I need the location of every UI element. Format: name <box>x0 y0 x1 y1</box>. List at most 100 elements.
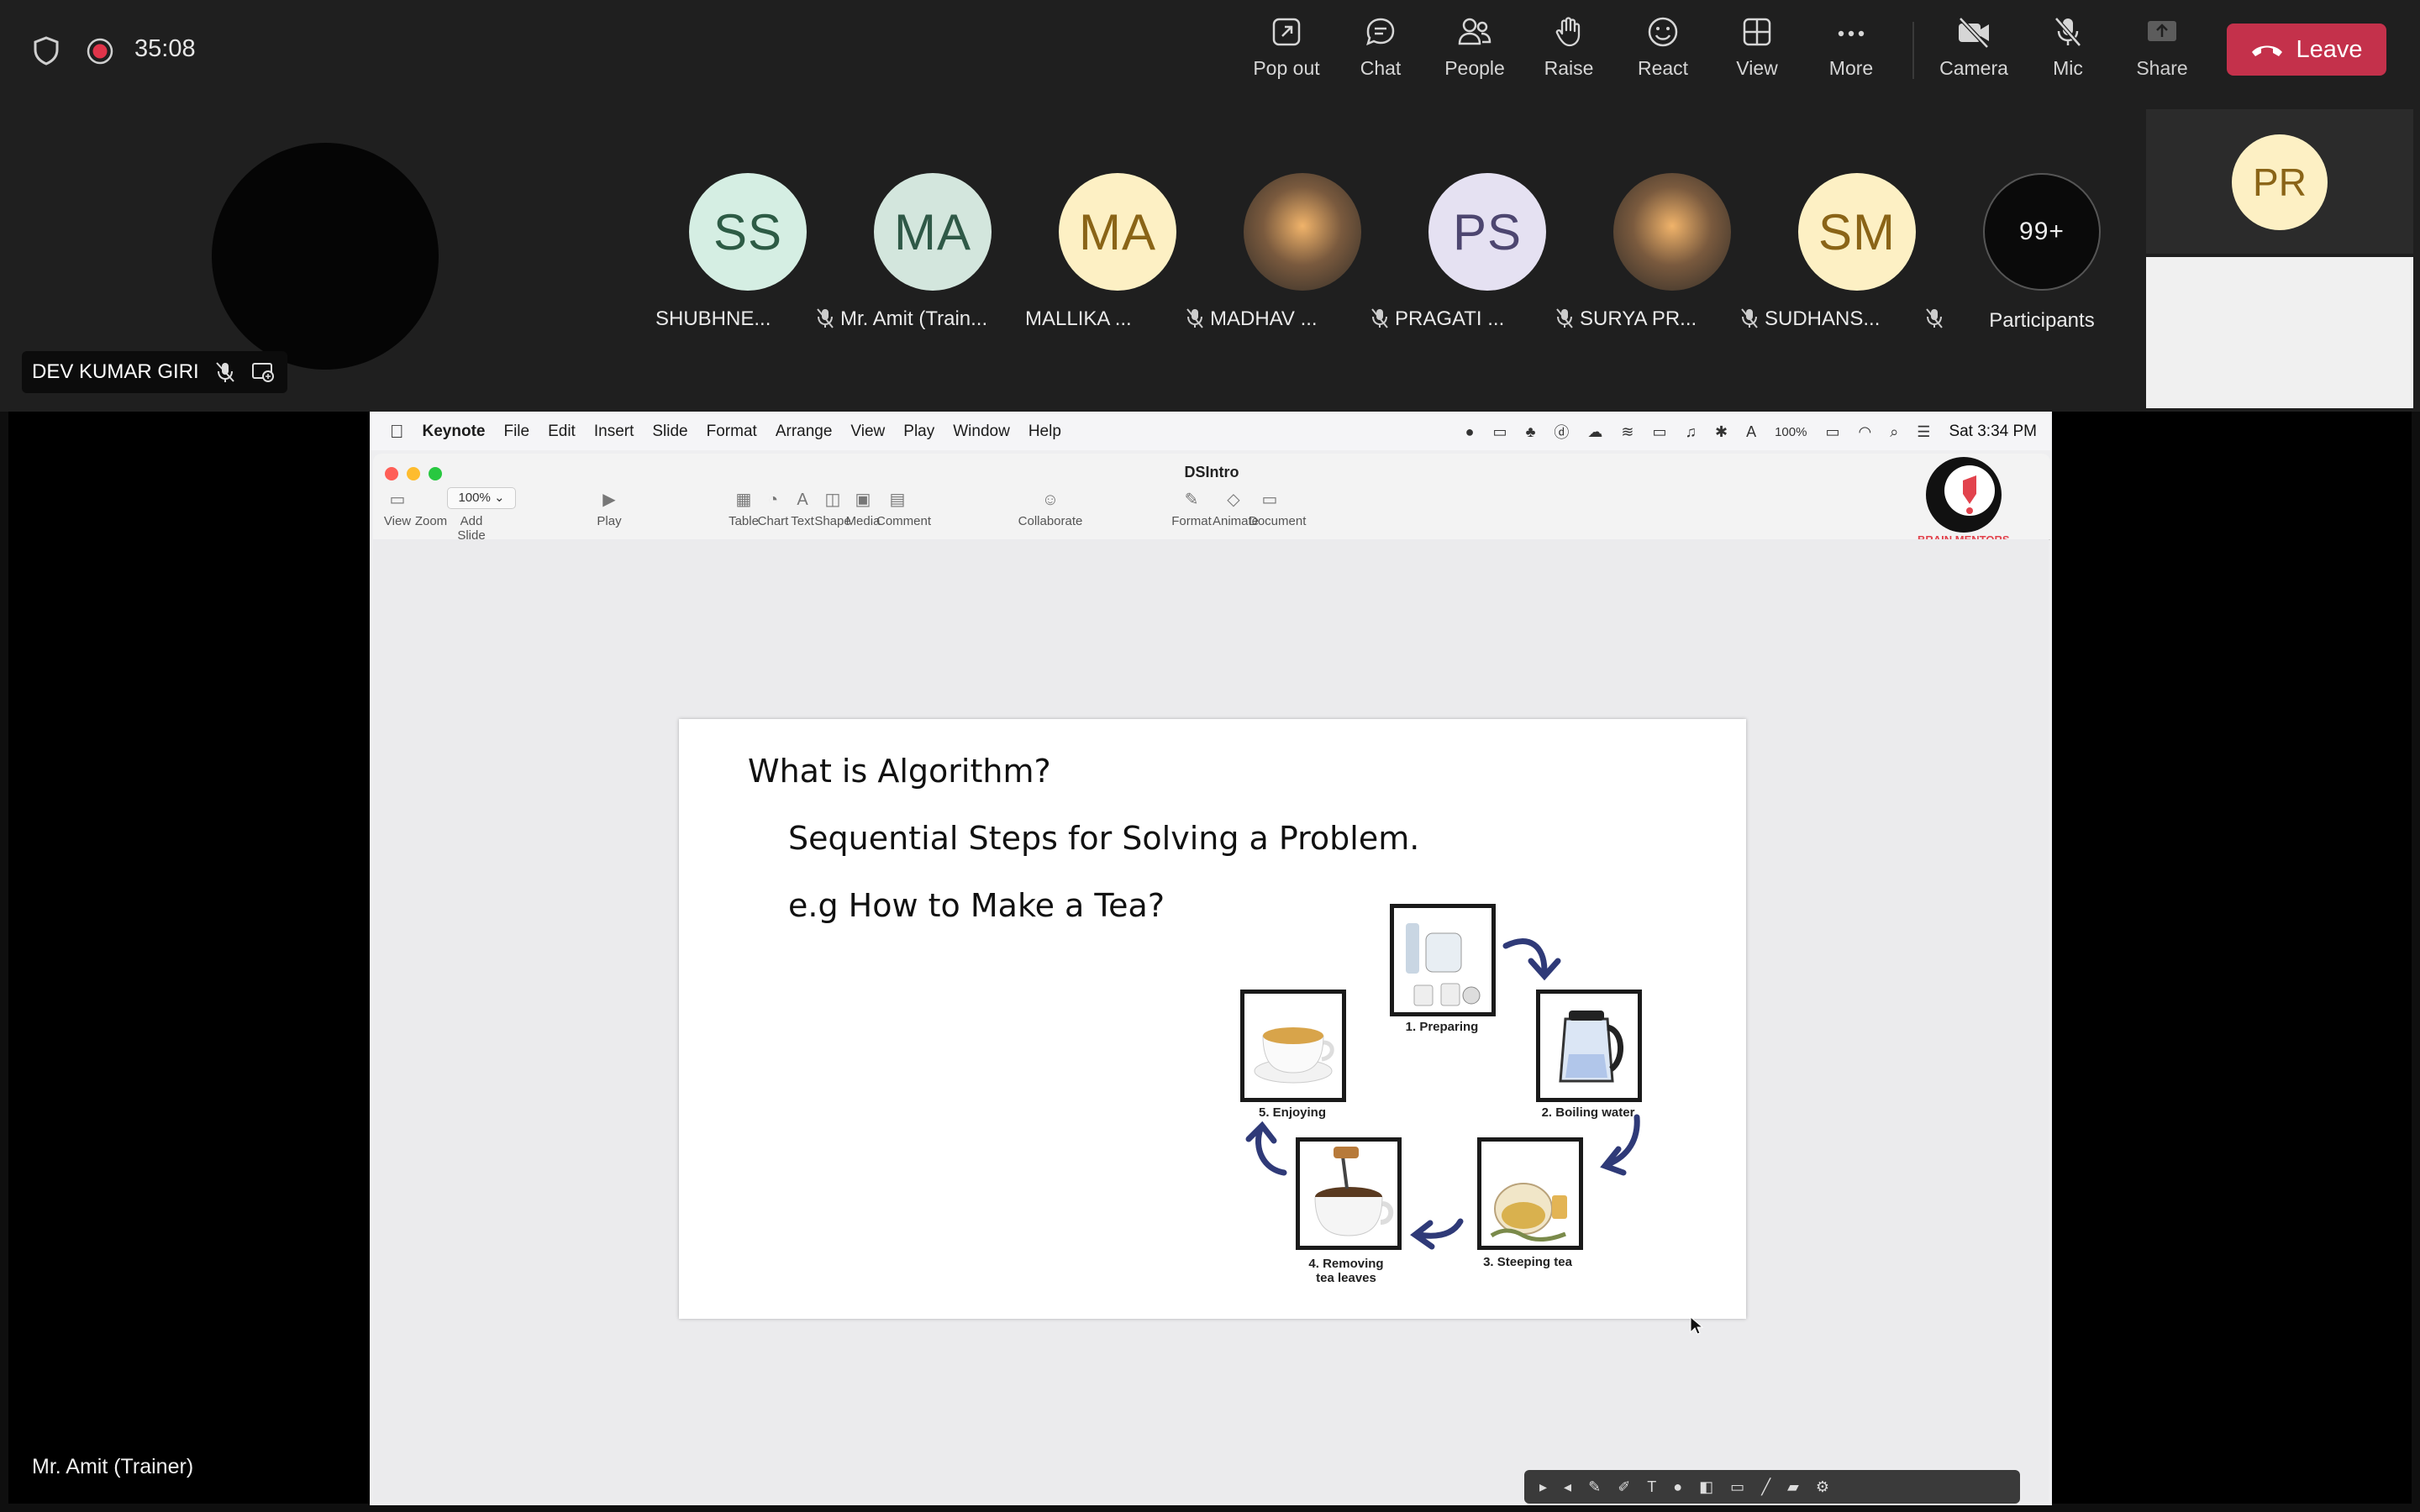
zoom-select[interactable]: 100% ⌄ <box>447 487 516 509</box>
menu-help[interactable]: Help <box>1014 423 1061 440</box>
menu-insert[interactable]: Insert <box>580 423 634 440</box>
menu-window[interactable]: Window <box>939 423 1010 440</box>
minimize-window-button[interactable] <box>407 467 420 480</box>
step-steeping-image <box>1477 1137 1583 1250</box>
more-button[interactable]: More <box>1804 15 1898 91</box>
call-timer: 35:08 <box>134 35 196 62</box>
annotation-toolbar[interactable]: ▸ ◂ ✎ ✐ T ● ◧ ▭ ╱ ▰ ⚙ <box>1524 1470 2020 1504</box>
settings-tool-icon[interactable]: ⚙ <box>1815 1478 1830 1495</box>
keynote-tool-comment[interactable]: ▤Comment <box>876 491 931 528</box>
pointer-tool-icon[interactable]: ▸ <box>1539 1478 1548 1495</box>
shape-tool-icon[interactable]: ▭ <box>1730 1478 1745 1495</box>
keynote-tool-view[interactable]: ▭View <box>376 491 418 528</box>
input-icon[interactable]: A <box>1746 423 1757 440</box>
keynote-tool-table[interactable]: ▦Table <box>723 491 765 528</box>
collaborate-icon: ☺ <box>1041 491 1060 509</box>
slide[interactable]: What is Algorithm? Sequential Steps for … <box>679 719 1746 1319</box>
keynote-tool-zoom[interactable]: Zoom <box>410 491 452 528</box>
control-center-icon[interactable]: ☰ <box>1917 423 1931 440</box>
chat-icon <box>1366 18 1395 46</box>
search-icon[interactable]: ⌕ <box>1890 423 1899 440</box>
participant-name: SUDHANS... <box>1765 307 1881 330</box>
keynote-tool-media[interactable]: ▣Media <box>842 491 884 528</box>
eraser-tool-icon[interactable]: ◧ <box>1699 1478 1714 1495</box>
menu-clock: Sat 3:34 PM <box>1949 423 2037 440</box>
menu-arrange[interactable]: Arrange <box>761 423 833 440</box>
people-button[interactable]: People <box>1428 15 1522 91</box>
bluetooth-icon[interactable]: ✱ <box>1714 423 1728 440</box>
chart-icon: ◔ <box>767 491 779 509</box>
chat-button[interactable]: Chat <box>1334 15 1428 91</box>
participant-avatar: SM <box>1798 173 1916 291</box>
text-tool-icon[interactable]: T <box>1647 1478 1657 1495</box>
d-icon[interactable]: ⓓ <box>1554 424 1570 441</box>
apple-icon[interactable]:  <box>390 421 404 443</box>
participants-count: 99+ <box>1983 173 2101 291</box>
screen-icon[interactable]: ▭ <box>1652 423 1667 440</box>
text-icon: A <box>797 491 808 509</box>
cloud-icon[interactable]: ☁ <box>1587 423 1603 440</box>
participant-tile[interactable]: SURYA PR... <box>1580 173 1758 330</box>
keynote-tool-collaborate[interactable]: ☺ Collaborate <box>1017 491 1084 528</box>
keynote-tool-label: Format <box>1171 514 1212 528</box>
menu-view[interactable]: View <box>836 423 885 440</box>
menu-keynote[interactable]: Keynote <box>408 423 486 440</box>
status-icon[interactable]: ● <box>1465 423 1475 440</box>
pen-tool-icon[interactable]: ✎ <box>1588 1478 1602 1495</box>
mic-off-icon <box>215 362 234 382</box>
keynote-tool-play[interactable]: ▶Play <box>588 491 630 528</box>
menu-format[interactable]: Format <box>692 423 757 440</box>
step-2-caption: 2. Boiling water <box>1541 1105 1635 1120</box>
line-tool-icon[interactable]: ╱ <box>1761 1478 1771 1495</box>
react-button[interactable]: React <box>1616 15 1710 91</box>
menu-play[interactable]: Play <box>889 423 934 440</box>
color-tool-icon[interactable]: ● <box>1673 1478 1683 1495</box>
format-icon: ✎ <box>1184 491 1199 509</box>
participant-avatar: MA <box>874 173 992 291</box>
pop-out-button[interactable]: Pop out <box>1239 15 1334 91</box>
call-top-bar: 35:08 Pop out Chat People Raise React Vi… <box>0 0 2420 101</box>
close-window-button[interactable] <box>385 467 398 480</box>
battery-icon[interactable]: ▭ <box>1825 423 1840 440</box>
keynote-tool-format[interactable]: ✎ Format <box>1171 491 1213 528</box>
chart-icon[interactable]: ≋ <box>1621 423 1634 440</box>
chat-label: Chat <box>1360 57 1402 79</box>
menu-edit[interactable]: Edit <box>534 423 576 440</box>
camera-label: Camera <box>1939 57 2008 79</box>
participant-tile[interactable]: SM SUDHANS... <box>1765 173 1943 330</box>
cycle-arrows <box>1245 938 1640 1250</box>
share-button[interactable]: Share <box>2115 15 2209 91</box>
keynote-tool-document[interactable]: ▭Document <box>1249 491 1306 528</box>
menu-slide[interactable]: Slide <box>638 423 687 440</box>
camera-button[interactable]: Camera <box>1927 15 2021 91</box>
menu-file[interactable]: File <box>489 423 529 440</box>
view-button[interactable]: View <box>1710 15 1804 91</box>
participant-tile[interactable]: MADHAV ... <box>1210 173 1388 330</box>
zoom-window-button[interactable] <box>429 467 442 480</box>
keynote-tool-chart[interactable]: ◔Chart <box>752 491 794 528</box>
brain-mentors-logo <box>1926 457 2002 533</box>
mic-button[interactable]: Mic <box>2021 15 2115 91</box>
fill-tool-icon[interactable]: ▰ <box>1787 1478 1799 1495</box>
app-icon[interactable]: ♣ <box>1525 423 1536 440</box>
highlighter-tool-icon[interactable]: ✐ <box>1618 1478 1631 1495</box>
headphones-icon[interactable]: ♫ <box>1685 423 1697 440</box>
display-icon[interactable]: ▭ <box>1492 423 1507 440</box>
wifi-icon[interactable]: ◠ <box>1858 423 1872 440</box>
step-preparing-image <box>1390 904 1496 1016</box>
keynote-tool-animate[interactable]: ◇Animate <box>1213 491 1259 528</box>
keynote-tool-shape[interactable]: ◫Shape <box>812 491 854 528</box>
shape-icon: ◫ <box>824 491 841 509</box>
leave-button[interactable]: Leave <box>2227 24 2386 76</box>
hand-tool-icon[interactable]: ◂ <box>1564 1478 1572 1495</box>
participant-avatar: MA <box>1059 173 1176 291</box>
step-4-caption: 4. Removing tea leaves <box>1308 1257 1384 1285</box>
participants-overflow[interactable]: 99+ Participants <box>1983 173 2101 333</box>
keynote-tool-label: Collaborate <box>1018 514 1083 528</box>
raise-hand-button[interactable]: Raise <box>1522 15 1616 91</box>
